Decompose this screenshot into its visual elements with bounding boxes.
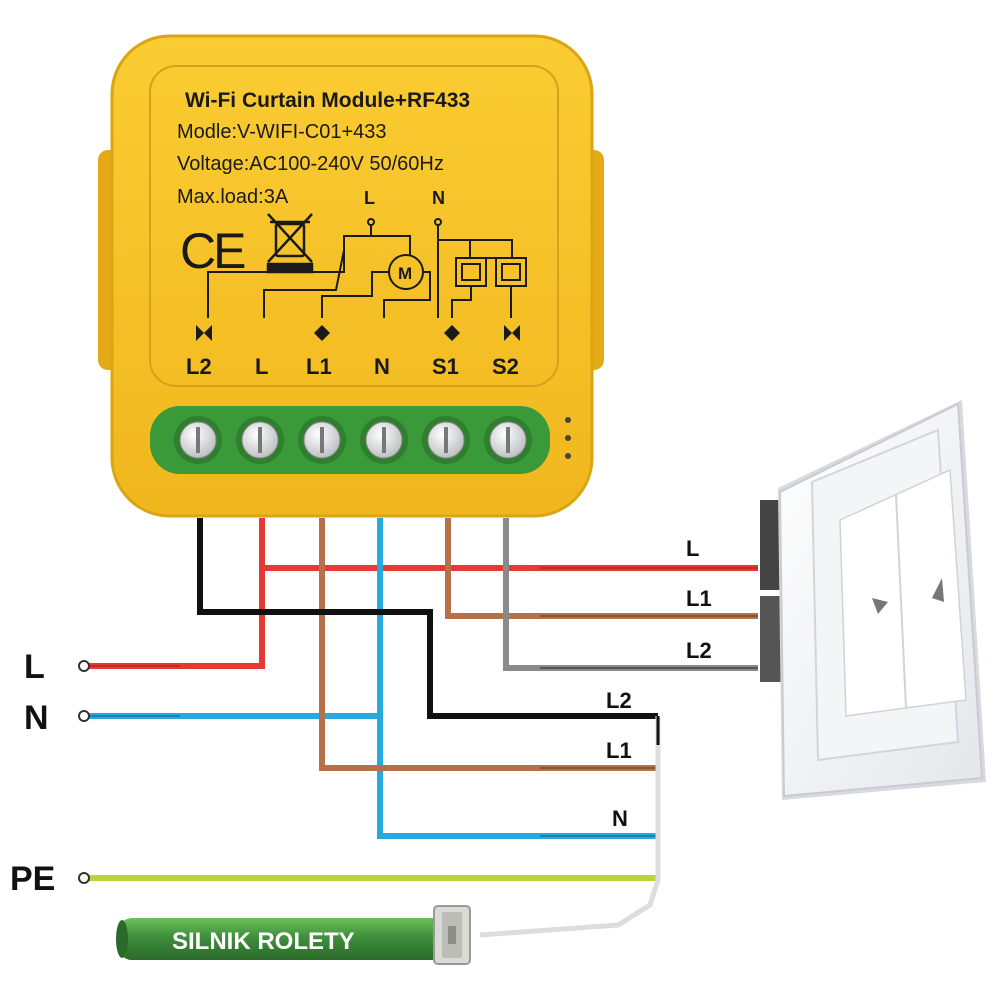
wire-l1-motor [319,518,658,771]
module-schematic: L N M [207,188,527,318]
screw-l2 [174,416,222,464]
screw-l1 [298,416,346,464]
terminal-label-n: N [374,354,390,379]
wires [88,518,758,938]
screw-s2 [484,416,532,464]
motor-cable [479,716,661,938]
terminal-label-s1: S1 [432,354,459,379]
module-max-load: Max.load:3A [177,186,289,208]
supply-label-n: N [24,699,49,737]
motor-label-n: N [612,806,628,831]
schematic-label-l: L [364,188,375,208]
curtain-module: Wi-Fi Curtain Module+RF433 Modle:V-WIFI-… [98,34,604,518]
terminal-label-l1: L1 [306,354,332,379]
ce-mark-icon: CE [180,223,245,279]
terminal-labels: L2 L L1 N S1 S2 [186,354,519,379]
supply-terminals: L N PE [10,648,90,898]
supply-label-pe: PE [10,860,55,898]
module-voltage: Voltage:AC100-240V 50/60Hz [177,153,444,175]
wire-s2-switch [503,518,758,671]
wire-supply-live [88,518,265,669]
terminal-label-s2: S2 [492,354,519,379]
switch-label-l: L [686,536,699,561]
schematic-label-n: N [432,188,445,208]
tubular-motor: SILNIK ROLETY [116,905,471,965]
terminal-label-l: L [255,354,268,379]
module-title: Wi-Fi Curtain Module+RF433 [185,89,470,112]
supply-label-l: L [24,648,45,686]
indicator-dots [565,417,571,459]
terminal-label-l2: L2 [186,354,212,379]
switch-label-l1: L1 [686,586,712,611]
screw-l [236,416,284,464]
terminal-markers [196,325,520,341]
screw-s1 [422,416,470,464]
module-model: Modle:V-WIFI-C01+433 [177,121,387,143]
screw-n [360,416,408,464]
terminal-screws [174,416,532,464]
motor-label-l1: L1 [606,738,632,763]
wire-l2-motor [197,518,658,719]
double-rocker-switch-icon [760,400,986,800]
motor-label-l2: L2 [606,688,632,713]
motor-symbol: M [398,264,412,283]
motor-label: SILNIK ROLETY [172,928,355,955]
switch-label-l2: L2 [686,638,712,663]
